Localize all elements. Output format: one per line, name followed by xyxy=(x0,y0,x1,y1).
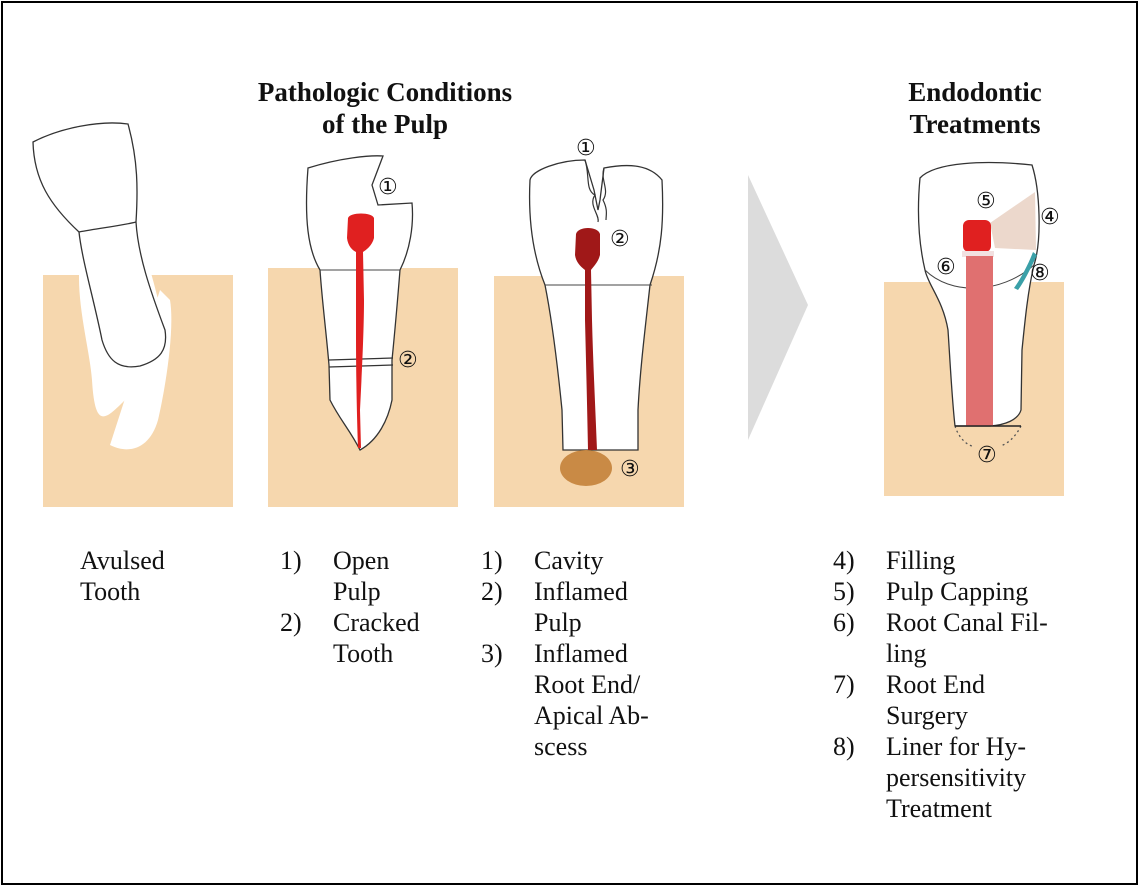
caption-line: Avulsed xyxy=(80,545,230,576)
marker-5-pulp-capping: ⑤ xyxy=(976,189,996,214)
marker-2-cracked-tooth: ② xyxy=(398,348,418,373)
list-text: Open xyxy=(333,545,470,576)
marker-1-cavity: ① xyxy=(576,136,596,161)
list-number: 4) xyxy=(833,545,855,576)
list-text: Root End xyxy=(886,669,1093,700)
marker-3-abscess: ③ xyxy=(620,457,640,482)
list-text: Cavity xyxy=(534,545,681,576)
list-text: Inflamed xyxy=(534,638,681,669)
list-item: 8) Liner for Hy- persensitivity Treatmen… xyxy=(833,731,1093,824)
list-text: persensitivity xyxy=(886,762,1093,793)
list-number: 3) xyxy=(481,638,503,669)
list-number: 7) xyxy=(833,669,855,700)
caption-treatments-list: 4) Filling 5) Pulp Capping 6) Root Canal… xyxy=(833,545,1093,824)
list-item: 2) Inflamed Pulp xyxy=(481,576,681,638)
list-number: 2) xyxy=(481,576,503,607)
marker-4-filling: ④ xyxy=(1040,205,1060,230)
marker-6-root-canal-filling: ⑥ xyxy=(936,255,956,280)
marker-2-inflamed-pulp: ② xyxy=(610,227,630,252)
caption-line: Tooth xyxy=(80,576,230,607)
list-text: Liner for Hy- xyxy=(886,731,1093,762)
list-item: 3) Inflamed Root End/ Apical Ab- scess xyxy=(481,638,681,762)
list-text: Pulp xyxy=(333,576,470,607)
list-text: Root Canal Fil- xyxy=(886,607,1093,638)
pulp-capping xyxy=(963,220,991,252)
list-text: ling xyxy=(886,638,1093,669)
marker-8-liner: ⑧ xyxy=(1030,261,1050,286)
list-number: 1) xyxy=(280,545,302,576)
marker-7-root-end-surgery: ⑦ xyxy=(977,443,997,468)
list-number: 8) xyxy=(833,731,855,762)
list-text: Pulp Capping xyxy=(886,576,1093,607)
list-text: Apical Ab- xyxy=(534,700,681,731)
list-text: scess xyxy=(534,731,681,762)
list-item: 1) Cavity xyxy=(481,545,681,576)
list-number: 2) xyxy=(280,607,302,638)
caption-avulsed-tooth: Avulsed Tooth xyxy=(80,545,230,607)
list-text: Cracked xyxy=(333,607,470,638)
list-number: 6) xyxy=(833,607,855,638)
list-item: 4) Filling xyxy=(833,545,1093,576)
list-item: 2) Cracked Tooth xyxy=(280,607,470,669)
list-item: 1) Open Pulp xyxy=(280,545,470,607)
caption-cavity-list: 1) Cavity 2) Inflamed Pulp 3) Inflamed R… xyxy=(481,545,681,762)
list-item: 7) Root End Surgery xyxy=(833,669,1093,731)
abscess xyxy=(560,450,612,486)
caption-open-pulp-list: 1) Open Pulp 2) Cracked Tooth xyxy=(280,545,470,669)
arrow-shape xyxy=(748,175,808,440)
list-text: Filling xyxy=(886,545,1093,576)
list-text: Root End/ xyxy=(534,669,681,700)
list-text: Pulp xyxy=(534,607,681,638)
list-text: Surgery xyxy=(886,700,1093,731)
list-item: 5) Pulp Capping xyxy=(833,576,1093,607)
list-text: Inflamed xyxy=(534,576,681,607)
list-text: Tooth xyxy=(333,638,470,669)
list-number: 1) xyxy=(481,545,503,576)
list-number: 5) xyxy=(833,576,855,607)
list-text: Treatment xyxy=(886,793,1093,824)
root-canal-filling xyxy=(966,256,993,426)
list-item: 6) Root Canal Fil- ling xyxy=(833,607,1093,669)
marker-1-open-pulp: ① xyxy=(378,175,398,200)
